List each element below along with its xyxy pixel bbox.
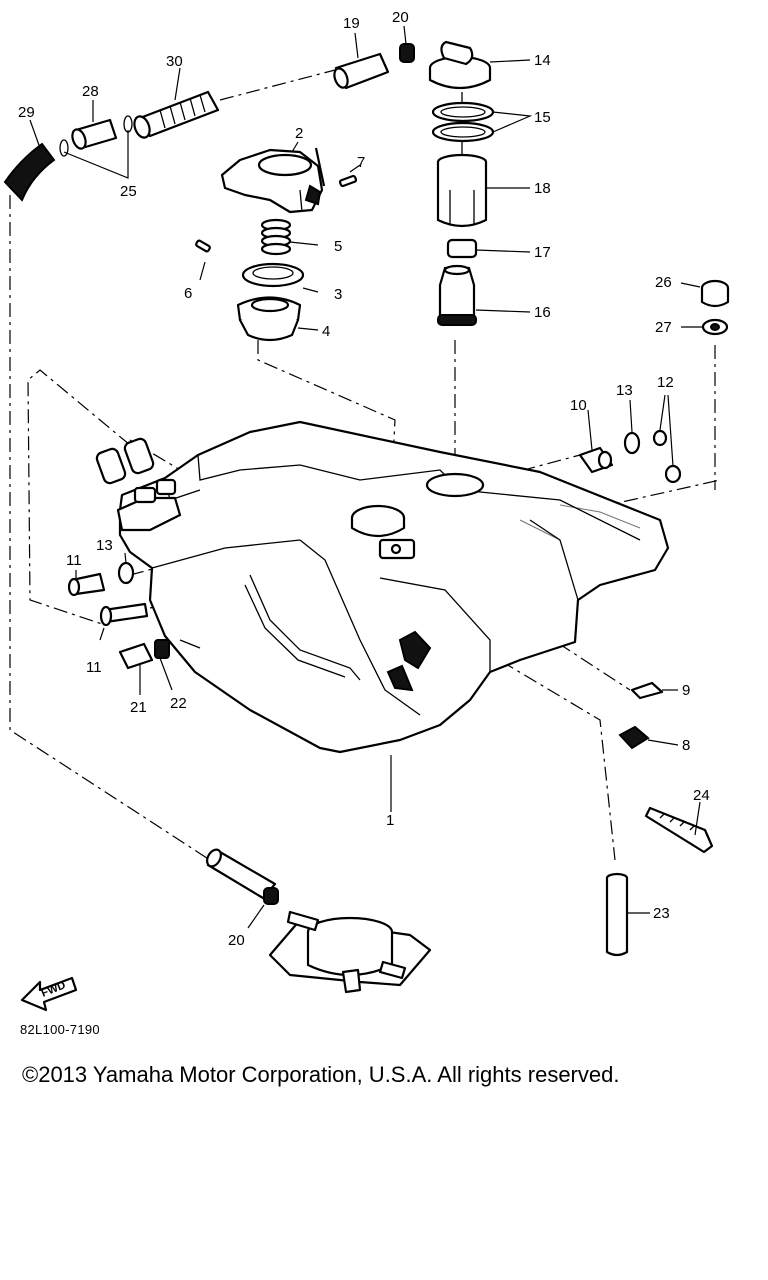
callout-14: 14 bbox=[534, 52, 551, 69]
callout-28: 28 bbox=[82, 83, 99, 100]
callout-13a: 13 bbox=[616, 382, 633, 399]
callouts: 1 2 3 4 5 6 7 8 9 10 11 11 12 13 13 14 1… bbox=[18, 9, 710, 949]
callout-12: 12 bbox=[657, 374, 674, 391]
callout-1: 1 bbox=[386, 812, 394, 829]
fuel-tank bbox=[95, 420, 670, 754]
callout-5: 5 bbox=[334, 238, 342, 255]
callout-8: 8 bbox=[682, 737, 690, 754]
hose-group bbox=[3, 43, 415, 202]
callout-6: 6 bbox=[184, 285, 192, 302]
callout-11a: 11 bbox=[66, 552, 82, 569]
callout-15: 15 bbox=[534, 109, 551, 126]
callout-16: 16 bbox=[534, 304, 551, 321]
parts-diagram: FWD 1 2 bbox=[3, 9, 730, 1012]
callout-13b: 13 bbox=[96, 537, 113, 554]
fwd-arrow: FWD bbox=[20, 976, 78, 1012]
callout-30: 30 bbox=[166, 53, 183, 70]
callout-17: 17 bbox=[534, 244, 551, 261]
callout-10: 10 bbox=[570, 397, 587, 414]
callout-18: 18 bbox=[534, 180, 551, 197]
callout-20a: 20 bbox=[392, 9, 409, 26]
drawing-code: 82L100-7190 bbox=[20, 1022, 100, 1037]
spring-5 bbox=[260, 218, 292, 256]
callout-29: 29 bbox=[18, 104, 35, 121]
callout-20b: 20 bbox=[228, 932, 245, 949]
callout-7: 7 bbox=[357, 154, 365, 171]
copyright-notice: ©2013 Yamaha Motor Corporation, U.S.A. A… bbox=[22, 1062, 620, 1087]
hardware bbox=[67, 279, 730, 750]
callout-23: 23 bbox=[653, 905, 670, 922]
callout-4: 4 bbox=[322, 323, 330, 340]
callout-25: 25 bbox=[120, 183, 137, 200]
callout-27: 27 bbox=[655, 319, 672, 336]
leader-lines bbox=[29, 25, 702, 929]
bottom-parts bbox=[206, 806, 714, 994]
callout-21: 21 bbox=[130, 699, 147, 716]
callout-22: 22 bbox=[170, 695, 187, 712]
callout-11b: 11 bbox=[86, 659, 102, 676]
callout-2: 2 bbox=[295, 125, 303, 142]
callout-3: 3 bbox=[334, 286, 342, 303]
callout-24: 24 bbox=[693, 787, 710, 804]
callout-26: 26 bbox=[655, 274, 672, 291]
callout-9: 9 bbox=[682, 682, 690, 699]
callout-19: 19 bbox=[343, 15, 360, 32]
filler-cap-group bbox=[195, 147, 358, 342]
pump-stack bbox=[428, 40, 495, 326]
